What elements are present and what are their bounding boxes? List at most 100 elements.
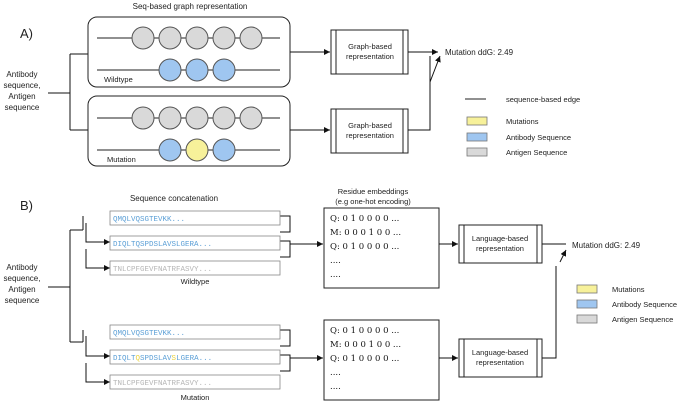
legend-antigen-swatch: [466, 147, 488, 157]
graph-bottom-output-arrow: [429, 55, 441, 83]
mutation-embed-line-5: ....: [330, 382, 341, 392]
mutation-seq-3: TNLCPFGEVFNATRFASVY...: [113, 380, 212, 388]
mutated-residue: Q: [136, 355, 141, 363]
wildtype-seq-connectors: [82, 215, 291, 271]
wildtype-antigen-nodes: [131, 26, 263, 50]
wildtype-embed-line-3: Q: 0 1 0 0 0 0 ...: [330, 242, 399, 252]
panel-b-input-label-1: Antibody: [6, 263, 37, 272]
graph-bottom-output-line: [408, 56, 431, 131]
lang-box-top-line2: representation: [476, 244, 524, 253]
antigen-node: [131, 26, 155, 50]
lang-box-bottom-line2: representation: [476, 358, 524, 367]
wildtype-embed-line-2: M: 0 0 0 1 0 0 ...: [330, 228, 401, 238]
antibody-node: [212, 58, 236, 82]
graph-based-box-bottom: [330, 108, 409, 154]
graph-box-top-line2: representation: [346, 52, 394, 61]
wildtype-seq-2: DIQLTQSPDSLAVSLGERA...: [113, 241, 212, 249]
embed-title-1: Residue embeddings: [338, 187, 409, 196]
mutation-embed-line-4: ....: [330, 368, 341, 378]
panel-b-wildtype-label: Wildtype: [181, 277, 210, 286]
wildtype-embed-line-4: ....: [330, 256, 341, 266]
mutation-antibody-nodes: [158, 138, 236, 162]
language-based-box-bottom: [458, 338, 543, 378]
mutation-seq-box-3: [109, 374, 281, 390]
graph-box-bottom-line2: representation: [346, 131, 394, 140]
mutation-seq-2: DIQLTQSPDSLAVSLGERA...: [113, 355, 212, 363]
legend-b-mutations-label: Mutations: [612, 285, 645, 294]
antigen-node: [185, 106, 209, 130]
mutation-embed-line-1: Q: 0 1 0 0 0 0 ...: [330, 326, 399, 336]
wildtype-seq-1: QMQLVQSGTEVKK...: [113, 216, 185, 224]
legend-mutations-swatch: [466, 116, 488, 126]
antibody-node: [158, 138, 182, 162]
wildtype-embed-line-1: Q: 0 1 0 0 0 0 ...: [330, 214, 399, 224]
antigen-node: [158, 106, 182, 130]
wildtype-seq-3: TNLCPFGEVFNATRFASVY...: [113, 266, 212, 274]
panel-b-input-connector: [48, 229, 83, 343]
panel-b-input-label-2: sequence,: [4, 274, 41, 283]
panel-a-output: Mutation ddG: 2.49: [445, 48, 514, 57]
mutation-antigen-nodes: [131, 106, 263, 130]
mutation-embed-line-2: M: 0 0 0 1 0 0 ...: [330, 340, 401, 350]
mutation-seq-connectors: [82, 329, 291, 385]
panel-a-title: Seq-based graph representation: [133, 2, 248, 11]
panel-b-mutation-label: Mutation: [181, 393, 210, 402]
lang-box-bottom-line1: Language-based: [472, 348, 528, 357]
legend-b-antigen-swatch: [576, 314, 598, 324]
antigen-node: [239, 106, 263, 130]
mutated-node: [185, 138, 209, 162]
panel-a-input-label-3: Antigen: [8, 92, 35, 101]
panel-a-label: A): [20, 26, 33, 41]
antibody-node: [158, 58, 182, 82]
mutation-seq-1: QMQLVQSGTEVKK...: [113, 330, 185, 338]
wildtype-seq-box-3: [109, 260, 281, 276]
lang-box-top-line1: Language-based: [472, 234, 528, 243]
lang-output-arrow: [559, 249, 567, 263]
antigen-node: [185, 26, 209, 50]
mutation-embed-line-3: Q: 0 1 0 0 0 0 ...: [330, 354, 399, 364]
lang-bottom-output-line: [542, 266, 557, 359]
panel-b-output: Mutation ddG: 2.49: [572, 241, 641, 250]
mutated-residue: S: [172, 355, 177, 363]
antigen-node: [212, 26, 236, 50]
wildtype-label: Wildtype: [104, 75, 133, 84]
legend-edge-label: sequence-based edge: [506, 95, 580, 104]
graph-based-box-top: [330, 29, 409, 75]
antigen-node: [212, 106, 236, 130]
embed-title-2: (e.g one-hot encoding): [335, 197, 411, 206]
mutation-seq-box-1: [109, 324, 281, 340]
legend-antigen-label: Antigen Sequence: [506, 148, 567, 157]
panel-a-input-label-2: sequence,: [4, 81, 41, 90]
antigen-node: [239, 26, 263, 50]
graph-box-bottom-line1: Graph-based: [348, 121, 392, 130]
wildtype-antibody-nodes: [158, 58, 236, 82]
legend-b-antibody-swatch: [576, 299, 598, 309]
antigen-node: [158, 26, 182, 50]
wildtype-embed-line-5: ....: [330, 270, 341, 280]
graph-box-top-line1: Graph-based: [348, 42, 392, 51]
wildtype-embed-box: [323, 207, 440, 289]
panel-b-title: Sequence concatenation: [130, 194, 218, 203]
legend-antibody-label: Antibody Sequence: [506, 133, 571, 142]
legend-mutations-label: Mutations: [506, 117, 539, 126]
panel-b-input-label-4: sequence: [5, 296, 40, 305]
panel-a-input-label-4: sequence: [5, 103, 40, 112]
language-based-box-top: [458, 224, 543, 264]
mutation-embed-box: [323, 319, 440, 401]
legend-b-antibody-label: Antibody Sequence: [612, 300, 677, 309]
antigen-node: [131, 106, 155, 130]
mutation-seq-box-2: [109, 349, 281, 365]
legend-b-antigen-label: Antigen Sequence: [612, 315, 673, 324]
legend-antibody-swatch: [466, 132, 488, 142]
panel-b-input-label-3: Antigen: [8, 285, 35, 294]
wildtype-seq-box-1: [109, 210, 281, 226]
wildtype-seq-box-2: [109, 235, 281, 251]
legend-b-mutations-swatch: [576, 284, 598, 294]
antibody-node: [212, 138, 236, 162]
panel-a-input-label-1: Antibody: [6, 70, 37, 79]
antibody-node: [185, 58, 209, 82]
mutation-label: Mutation: [107, 155, 136, 164]
panel-b-label: B): [20, 198, 33, 213]
panel-a-input-connector: [48, 53, 88, 131]
